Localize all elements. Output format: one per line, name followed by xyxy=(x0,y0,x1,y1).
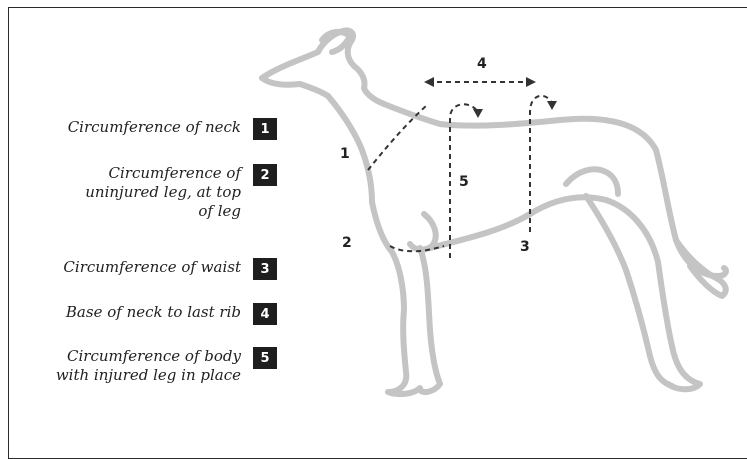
dog-neck-front xyxy=(328,96,372,202)
dog-snout xyxy=(262,78,328,96)
dog-tail xyxy=(676,240,726,296)
measure-neck-line xyxy=(368,106,426,170)
arrow-body xyxy=(473,109,483,118)
dog-elbow xyxy=(410,214,436,250)
measure-label-1: 1 xyxy=(340,146,350,162)
arrow-waist xyxy=(547,101,557,110)
measure-label-4: 4 xyxy=(477,56,487,72)
arrow-length-right xyxy=(526,77,536,87)
measure-label-5: 5 xyxy=(459,174,469,190)
dog-thigh xyxy=(566,169,618,194)
arrow-length-left xyxy=(424,77,434,87)
dog-chest xyxy=(372,202,420,394)
dog-belly xyxy=(430,197,606,248)
dog-back xyxy=(384,104,726,276)
dog-front-leg-2 xyxy=(420,248,440,392)
dog-hind-leg-2 xyxy=(586,196,672,386)
measure-label-2: 2 xyxy=(342,235,352,251)
measure-label-3: 3 xyxy=(520,239,530,255)
